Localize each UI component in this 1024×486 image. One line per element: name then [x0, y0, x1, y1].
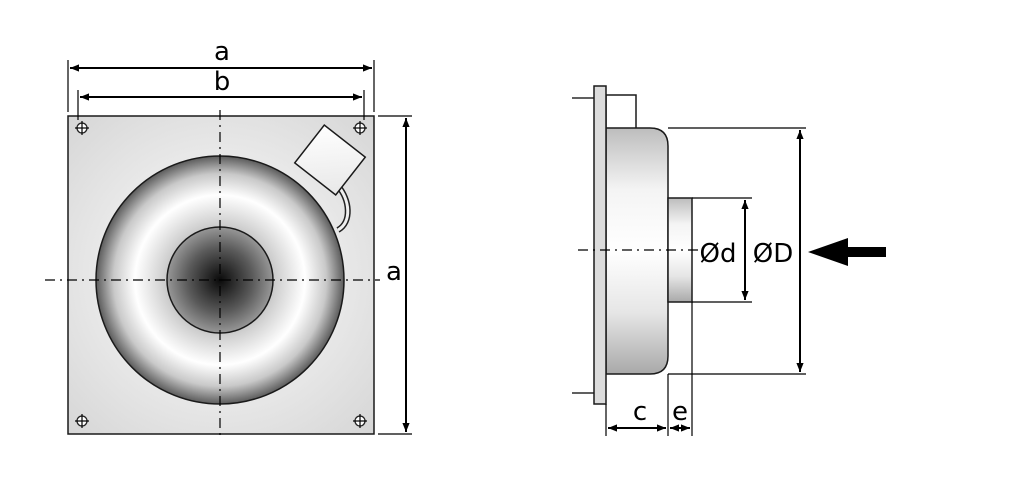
label-d: Ød [700, 239, 737, 269]
fan-housing-side [605, 127, 669, 375]
mounting-hole [353, 121, 367, 135]
terminal-box-side [605, 94, 637, 130]
side-view: Ød ØD c e [572, 85, 886, 436]
mounting-hole [75, 414, 89, 428]
label-c: c [633, 397, 647, 427]
label-a-right: a [386, 257, 402, 287]
airflow-arrow-icon [808, 238, 886, 266]
label-b: b [214, 67, 231, 97]
label-D: ØD [753, 239, 794, 269]
front-view: a b a [45, 37, 412, 440]
mounting-hole [75, 121, 89, 135]
label-e: e [672, 397, 688, 427]
mounting-plate-side [593, 85, 607, 405]
mounting-hole [353, 414, 367, 428]
terminal-box [293, 124, 367, 196]
label-a-top: a [214, 37, 230, 67]
